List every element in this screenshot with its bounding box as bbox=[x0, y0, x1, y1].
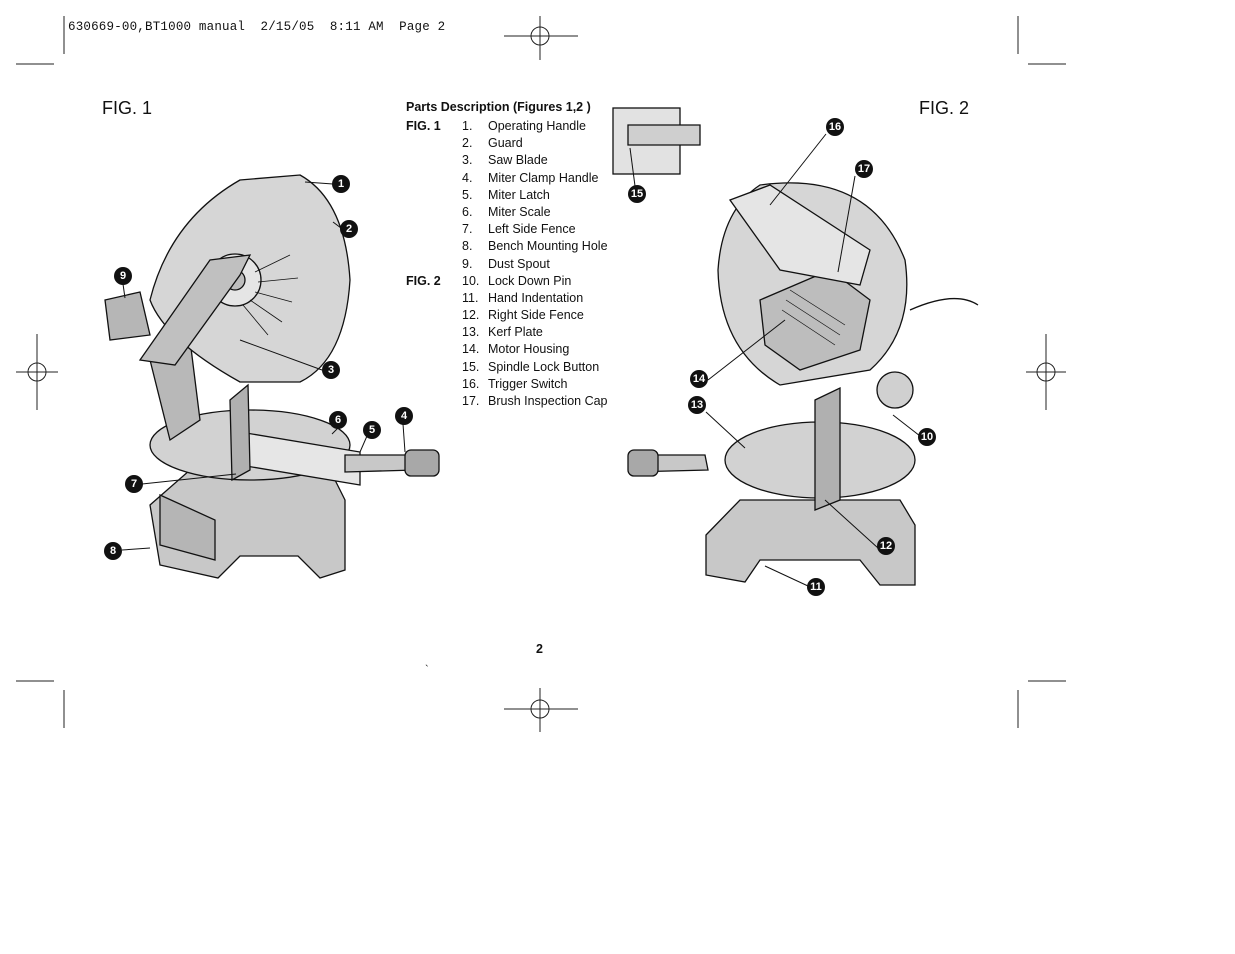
part-label: Bench Mounting Hole bbox=[488, 239, 608, 254]
part-label: Motor Housing bbox=[488, 342, 570, 357]
callout-14: 14 bbox=[690, 370, 708, 388]
figure-group-label: FIG. 2 bbox=[406, 273, 441, 288]
page-number: 2 bbox=[536, 642, 543, 656]
part-number: 2. bbox=[462, 136, 473, 151]
part-label: Operating Handle bbox=[488, 119, 586, 133]
callout-7: 7 bbox=[125, 475, 143, 493]
list-item: 5. Miter Latch bbox=[406, 187, 616, 204]
list-item: 6. Miter Scale bbox=[406, 204, 616, 221]
callout-2: 2 bbox=[340, 220, 358, 238]
list-item: FIG. 1 1. Operating Handle bbox=[406, 118, 616, 135]
parts-list: FIG. 1 1. Operating Handle 2. Guard 3. Saw B… bbox=[406, 118, 616, 410]
list-item: 11. Hand Indentation bbox=[406, 290, 616, 307]
callout-11: 11 bbox=[807, 578, 825, 596]
part-number: 5. bbox=[462, 187, 473, 202]
part-number: 1. bbox=[462, 119, 473, 133]
fig-2-label: FIG. 2 bbox=[919, 98, 970, 118]
stray-mark: ` bbox=[425, 664, 429, 676]
fig-1-label: FIG. 1 bbox=[102, 98, 153, 118]
list-item: 15. Spindle Lock Button bbox=[406, 359, 616, 376]
list-item: 2. Guard bbox=[406, 135, 616, 152]
part-label: Saw Blade bbox=[488, 153, 548, 168]
part-number: 14. bbox=[462, 342, 480, 357]
list-item: 3. Saw Blade bbox=[406, 152, 616, 169]
list-item: 17. Brush Inspection Cap bbox=[406, 393, 616, 410]
callout-17: 17 bbox=[855, 160, 873, 178]
callout-4: 4 bbox=[395, 407, 413, 425]
callout-3: 3 bbox=[322, 361, 340, 379]
callout-1: 1 bbox=[332, 175, 350, 193]
part-label: Kerf Plate bbox=[488, 325, 543, 340]
part-label: Lock Down Pin bbox=[488, 273, 572, 288]
list-item: 16. Trigger Switch bbox=[406, 376, 616, 393]
parts-description-title: Parts Description (Figures 1,2 ) bbox=[406, 100, 591, 114]
part-label: Left Side Fence bbox=[488, 222, 576, 237]
callout-10: 10 bbox=[918, 428, 936, 446]
list-item: 12. Right Side Fence bbox=[406, 307, 616, 324]
callout-5: 5 bbox=[363, 421, 381, 439]
callout-15: 15 bbox=[628, 185, 646, 203]
callout-16: 16 bbox=[826, 118, 844, 136]
callout-6: 6 bbox=[329, 411, 347, 429]
list-item: 7. Left Side Fence bbox=[406, 221, 616, 238]
part-label: Trigger Switch bbox=[488, 376, 568, 391]
part-number: 10. bbox=[462, 273, 480, 288]
print-slug-header: 630669-00,BT1000 manual 2/15/05 8:11 AM … bbox=[68, 20, 446, 34]
part-label: Miter Scale bbox=[488, 204, 551, 219]
part-number: 15. bbox=[462, 359, 480, 374]
part-label: Hand Indentation bbox=[488, 290, 584, 305]
part-number: 12. bbox=[462, 308, 480, 323]
list-item: 9. Dust Spout bbox=[406, 256, 616, 273]
part-number: 13. bbox=[462, 325, 480, 340]
part-label: Right Side Fence bbox=[488, 308, 584, 323]
list-item: 13. Kerf Plate bbox=[406, 324, 616, 341]
part-number: 7. bbox=[462, 222, 473, 237]
callout-8: 8 bbox=[104, 542, 122, 560]
part-number: 17. bbox=[462, 394, 480, 408]
list-item: 8. Bench Mounting Hole bbox=[406, 238, 616, 255]
part-number: 3. bbox=[462, 153, 473, 168]
part-label: Dust Spout bbox=[488, 256, 550, 271]
callout-9: 9 bbox=[114, 267, 132, 285]
part-number: 16. bbox=[462, 376, 480, 391]
part-label: Brush Inspection Cap bbox=[488, 394, 608, 408]
part-label: Miter Clamp Handle bbox=[488, 170, 599, 185]
part-number: 6. bbox=[462, 204, 473, 219]
part-number: 8. bbox=[462, 239, 473, 254]
part-label: Guard bbox=[488, 136, 523, 151]
part-label: Miter Latch bbox=[488, 187, 550, 202]
part-number: 9. bbox=[462, 256, 473, 271]
part-number: 4. bbox=[462, 170, 473, 185]
list-item: FIG. 2 10. Lock Down Pin bbox=[406, 273, 616, 290]
figure-group-label: FIG. 1 bbox=[406, 119, 441, 133]
part-label: Spindle Lock Button bbox=[488, 359, 600, 374]
callout-13: 13 bbox=[688, 396, 706, 414]
callout-12: 12 bbox=[877, 537, 895, 555]
list-item: 4. Miter Clamp Handle bbox=[406, 170, 616, 187]
part-number: 11. bbox=[462, 290, 479, 305]
list-item: 14. Motor Housing bbox=[406, 341, 616, 358]
